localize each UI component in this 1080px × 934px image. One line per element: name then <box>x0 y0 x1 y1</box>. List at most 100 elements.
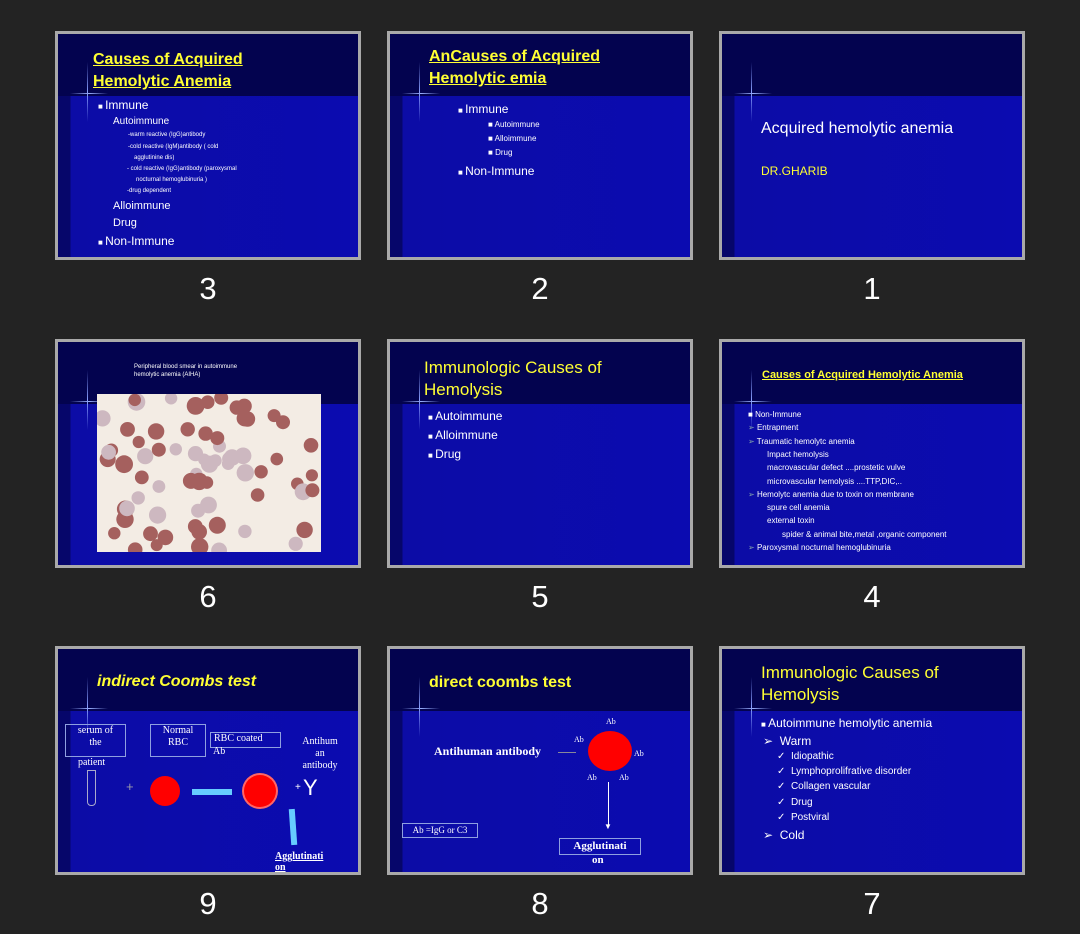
bullet: ➢ Paroxysmal nocturnal hemoglubinuria <box>748 543 891 552</box>
slide-title: direct coombs test <box>429 674 572 691</box>
blood-cell <box>134 470 149 485</box>
bullet: spider & animal bite,metal ,organic comp… <box>782 530 947 539</box>
rbc-icon <box>150 776 180 806</box>
connector-line <box>558 752 576 753</box>
bullet: ➢ Traumatic hemolytc anemia <box>748 437 855 446</box>
slide-thumbnail-1[interactable]: Acquired hemolytic anemia DR.GHARIB <box>719 31 1025 260</box>
blood-cell <box>149 506 167 524</box>
slide-title: Hemolysis <box>424 380 503 399</box>
image-caption: Peripheral blood smear in autoimmune <box>134 364 238 370</box>
slide-number: 7 <box>863 886 881 921</box>
slide-author: DR.GHARIB <box>761 164 828 178</box>
bullet: -drug dependent <box>127 188 172 194</box>
blood-cell <box>221 457 235 470</box>
slide-thumbnail-4[interactable]: Causes of Acquired Hemolytic Anemia Non-… <box>719 339 1025 568</box>
slide-thumbnail-3[interactable]: Causes of Acquired Hemolytic Anemia Immu… <box>55 31 361 260</box>
bullet: - cold reactive (IgG)antibody (paroxysma… <box>127 166 237 172</box>
bullet: Drug <box>488 148 512 157</box>
blood-cell <box>191 524 207 540</box>
legend-label: Ab =IgG or C3 <box>402 823 478 838</box>
blood-cell <box>157 529 174 546</box>
bullet: microvascular hemolysis ....TTP,DIC,.. <box>767 477 902 486</box>
slide-thumbnail-2[interactable]: AnCauses of Acquired Hemolytic emia Immu… <box>387 31 693 260</box>
blood-cell <box>97 410 111 427</box>
antibody-icon: Y <box>303 775 318 800</box>
blood-cell <box>128 394 141 407</box>
arrow-down-icon <box>608 782 609 826</box>
blood-cell <box>119 500 135 517</box>
bullet: Autoimmune <box>113 116 170 127</box>
slide-thumbnail-5[interactable]: Immunologic Causes of Hemolysis Autoimmu… <box>387 339 693 568</box>
bullet: -cold reactive (IgM)antibody ( cold <box>128 144 219 150</box>
bullet: ✓ Postviral <box>777 812 830 823</box>
blood-cell <box>250 488 265 502</box>
bullet: ✓ Drug <box>777 797 813 808</box>
blood-cell <box>200 496 217 514</box>
slide-title: Hemolytic emia <box>429 70 547 87</box>
ab-label: Ab <box>619 773 629 782</box>
bullet: ➢ Warm <box>763 734 812 748</box>
serum-label: patient <box>78 757 106 768</box>
blood-cell <box>305 483 320 498</box>
blood-cell <box>238 524 252 539</box>
arrow-head: ▼ <box>604 822 612 831</box>
blood-cell <box>164 394 178 405</box>
result-label: on <box>592 854 604 866</box>
blood-cell <box>254 465 268 479</box>
arrow-right-icon <box>192 789 232 795</box>
bullet: Non-Immune <box>748 410 801 419</box>
blood-cell <box>101 444 116 460</box>
plus-sign: + <box>126 779 134 794</box>
slide-number: 5 <box>531 579 549 614</box>
blood-cell <box>137 448 154 465</box>
blood-cell <box>187 446 204 462</box>
bullet: Impact hemolysis <box>767 450 829 459</box>
bullet: Drug <box>428 447 461 461</box>
bullet: external toxin <box>767 516 815 525</box>
blood-cell <box>214 394 229 405</box>
slide-number: 3 <box>199 271 217 306</box>
bullet: nocturnal hemoglubinuria ) <box>136 177 208 183</box>
slide-thumbnail-6[interactable]: Peripheral blood smear in autoimmune hem… <box>55 339 361 568</box>
bullet: ➢ Cold <box>763 828 805 842</box>
bullet: spure cell anemia <box>767 503 830 512</box>
bullet: ✓ Idiopathic <box>777 751 834 762</box>
blood-cell <box>115 455 133 474</box>
slide-thumbnail-7[interactable]: Immunologic Causes of Hemolysis Autoimmu… <box>719 646 1025 875</box>
slide-number: 6 <box>199 579 217 614</box>
slide-title: Immunologic Causes of <box>761 663 939 682</box>
slide-thumbnail-8[interactable]: direct coombs test Antihuman antibody Ab… <box>387 646 693 875</box>
blood-cell <box>108 527 121 540</box>
bullet: Alloimmune <box>113 200 171 212</box>
blood-smear-image <box>97 394 321 552</box>
blood-cell <box>169 443 182 456</box>
blood-cell <box>132 435 145 449</box>
rbc-icon <box>588 731 632 771</box>
bullet: ➢ Hemolytc anemia due to toxin on membra… <box>748 490 914 499</box>
slide-number: 8 <box>531 886 549 921</box>
blood-cell <box>276 415 290 430</box>
ab-label: Ab <box>587 773 597 782</box>
blood-cell <box>120 422 135 437</box>
slide-title: Immunologic Causes of <box>424 358 602 377</box>
ab-label: Ab <box>634 749 644 758</box>
blood-cell <box>229 400 244 415</box>
bullet: Non-Immune <box>458 164 534 178</box>
coated-rbc-label: Ab <box>213 746 226 757</box>
coated-rbc-label: RBC coated <box>210 732 281 748</box>
slide-title: Hemolytic Anemia <box>93 73 232 90</box>
blood-cell <box>208 516 226 534</box>
slide-title: indirect Coombs test <box>97 673 257 690</box>
slide-number: 4 <box>863 579 881 614</box>
bullet: Autoimmune <box>488 120 540 129</box>
blood-cell <box>131 491 145 505</box>
arrow-down-icon <box>288 808 298 846</box>
blood-cell <box>211 542 227 552</box>
blood-cell <box>210 431 225 446</box>
coated-rbc-icon <box>244 775 276 807</box>
bullet: Immune <box>458 102 508 116</box>
slide-number: 1 <box>863 271 881 306</box>
bullet: Immune <box>98 98 148 112</box>
